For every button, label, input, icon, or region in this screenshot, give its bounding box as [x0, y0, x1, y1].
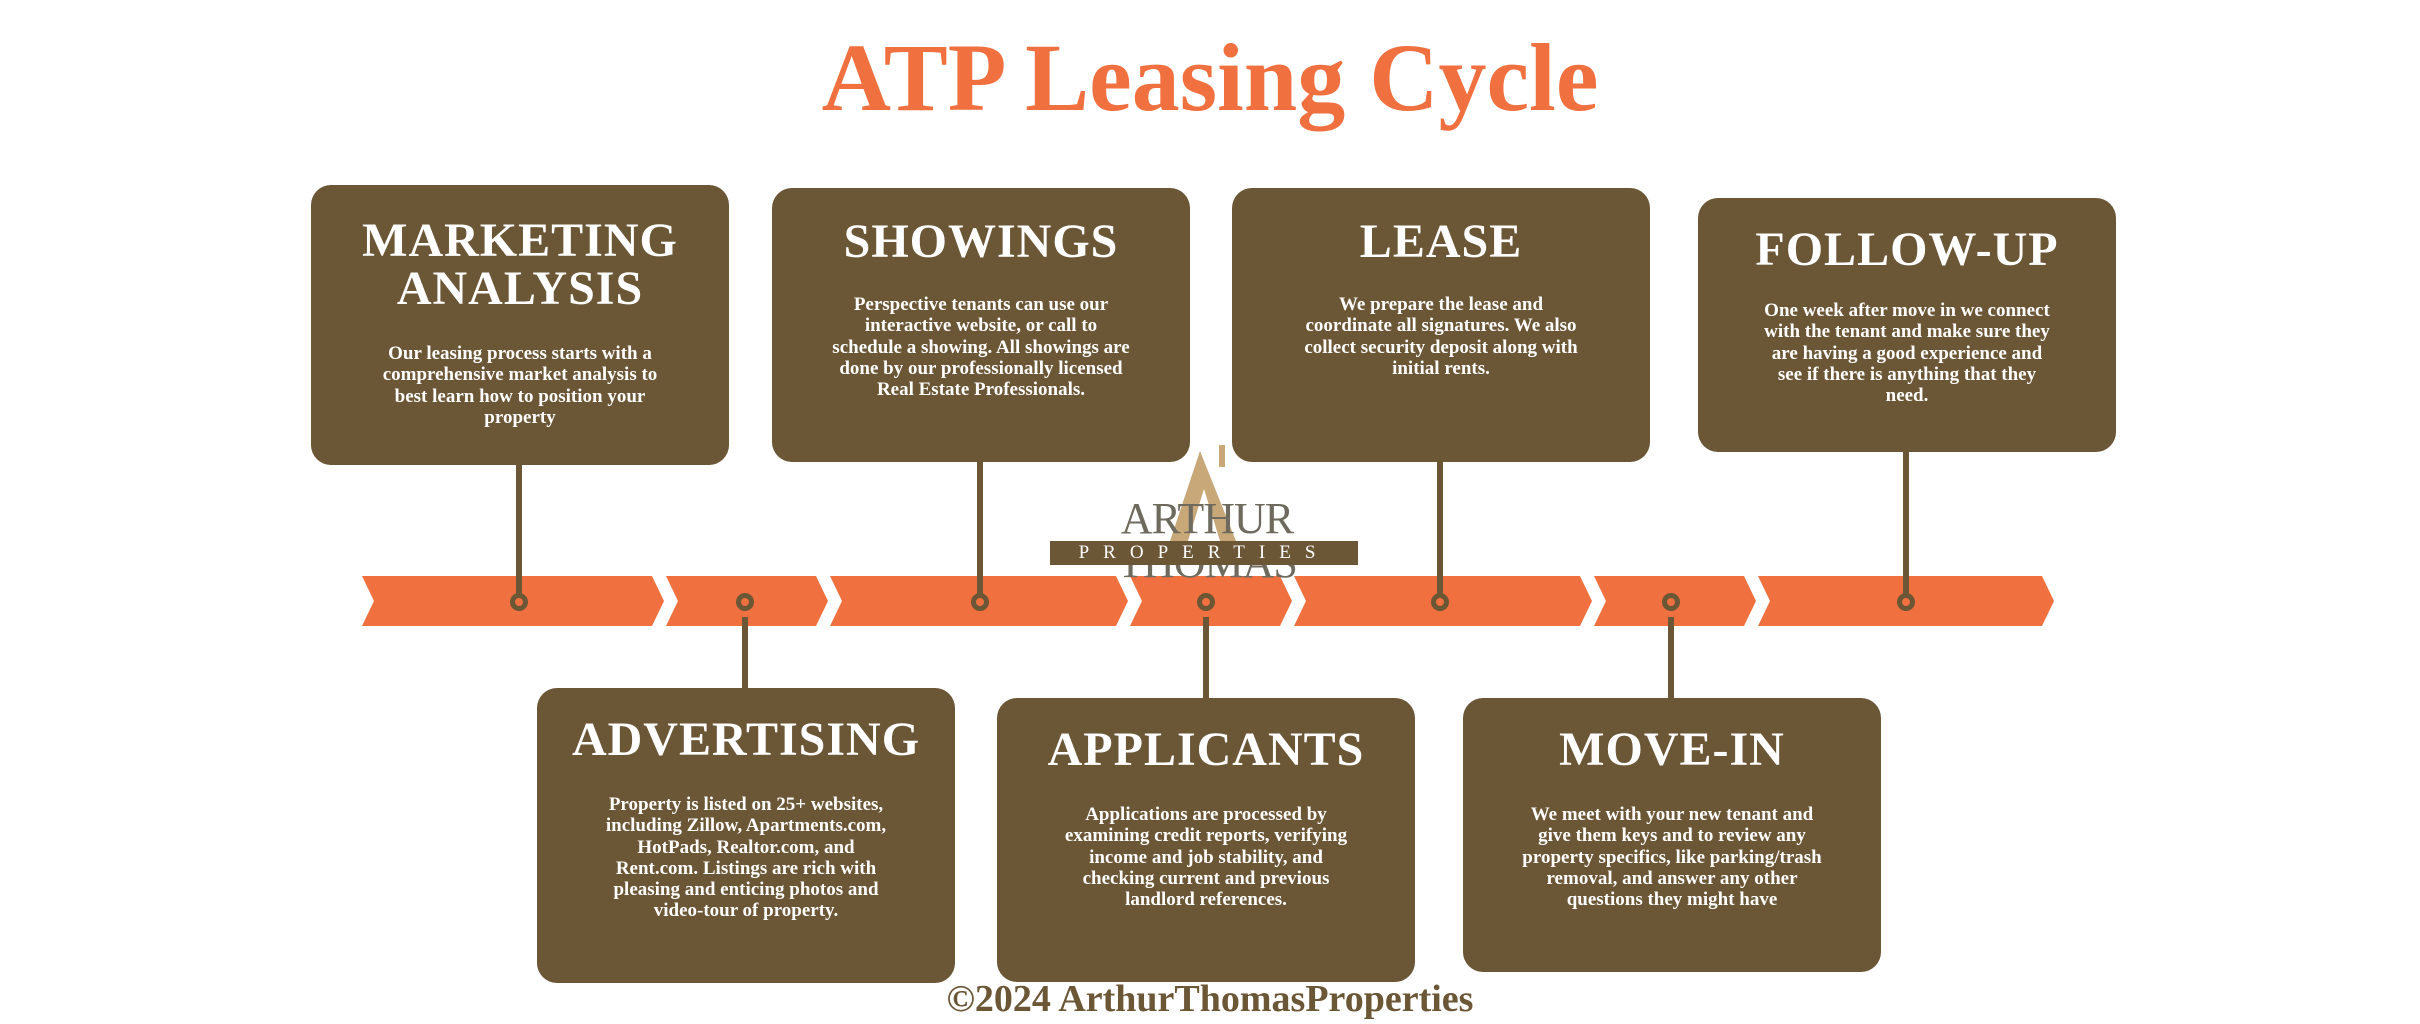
card-advertising: ADVERTISING Property is listed on 25+ we…	[537, 688, 955, 983]
connector-stem	[977, 462, 983, 595]
card-title: SHOWINGS	[843, 215, 1119, 268]
card-showings: SHOWINGS Perspective tenants can use our…	[772, 188, 1190, 462]
connector-stem	[516, 465, 522, 595]
timeline-node	[510, 593, 528, 611]
card-title: ADVERTISING	[571, 713, 921, 766]
card-description: Perspective tenants can use our interact…	[832, 294, 1130, 401]
diagram-title: ATP Leasing Cycle	[821, 24, 1599, 131]
card-title: MARKETING ANALYSIS	[340, 217, 700, 313]
card-description: We prepare the lease and coordinate all …	[1304, 294, 1578, 379]
connector-stem	[1903, 452, 1909, 595]
card-description: Applications are processed by examining …	[1064, 804, 1348, 911]
connector-stem	[1203, 617, 1209, 698]
timeline-node	[1431, 593, 1449, 611]
copyright-footer: ©2024 ArthurThomasProperties	[946, 978, 1474, 1020]
card-title-line: MARKETING	[362, 214, 678, 267]
connector-stem	[1437, 462, 1443, 595]
timeline-node	[736, 593, 754, 611]
card-description: We meet with your new tenant and give th…	[1522, 804, 1822, 911]
connector-stem	[742, 617, 748, 688]
timeline-node	[1897, 593, 1915, 611]
timeline-node	[1662, 593, 1680, 611]
timeline-node	[1197, 593, 1215, 611]
house-roof-icon	[1170, 445, 1236, 541]
card-description: One week after move in we connect with t…	[1764, 300, 2050, 407]
timeline-node	[971, 593, 989, 611]
card-move-in: MOVE-IN We meet with your new tenant and…	[1463, 698, 1881, 972]
card-title: LEASE	[1359, 215, 1523, 268]
card-applicants: APPLICANTS Applications are processed by…	[997, 698, 1415, 982]
card-marketing-analysis: MARKETING ANALYSIS Our leasing process s…	[311, 185, 729, 465]
card-title: MOVE-IN	[1559, 723, 1785, 776]
card-follow-up: FOLLOW-UP One week after move in we conn…	[1698, 198, 2116, 452]
card-lease: LEASE We prepare the lease and coordinat…	[1232, 188, 1650, 462]
company-logo: ARTHUR THOMAS PROPERTIES	[1050, 445, 1364, 585]
card-title: APPLICANTS	[1047, 723, 1365, 776]
logo-subname: PROPERTIES	[1050, 541, 1358, 565]
card-title-line: ANALYSIS	[396, 262, 644, 315]
card-description: Our leasing process starts with a compre…	[382, 343, 658, 428]
card-title: FOLLOW-UP	[1755, 223, 2059, 276]
connector-stem	[1668, 617, 1674, 698]
card-description: Property is listed on 25+ websites, incl…	[605, 794, 887, 922]
